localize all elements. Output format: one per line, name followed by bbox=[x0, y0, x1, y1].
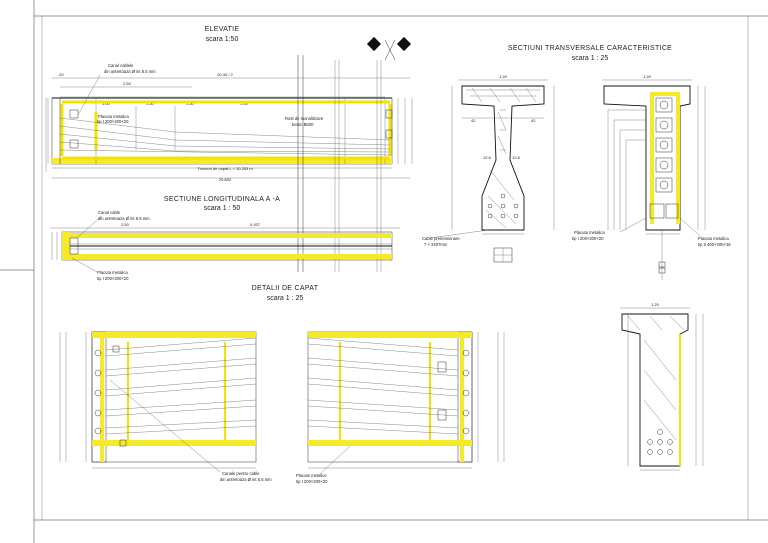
dim-half-span: 20.40 / 2 bbox=[217, 72, 233, 77]
elevation-view: ELEVATIE scara 1:50 20.40 / 2 2.50 1.60 … bbox=[45, 26, 413, 182]
cs-dim-1-20-c: 1.20 bbox=[651, 302, 660, 307]
cs-dim-12-b: 12.8 bbox=[512, 155, 521, 160]
cross-section-2: 1.20 bbox=[572, 74, 731, 280]
ann-plates-5-type: tip I 200×200×20 bbox=[296, 479, 328, 484]
long-section-scale: scara 1 : 50 bbox=[204, 205, 241, 212]
ann-plate: Placuta metalica bbox=[98, 114, 129, 119]
long-section-title: SECTIUNE LONGITUDINALA A -A bbox=[164, 196, 280, 203]
cross-sections-view: SECTIUNI TRANSVERSALE CARACTERISTICE sca… bbox=[422, 45, 731, 471]
ann-plate-2-type: tip I 200×200×20 bbox=[97, 276, 129, 281]
ann-plate-2: Placuta metalica bbox=[97, 270, 128, 275]
end-detail-left: Canale pentru cable din antretoaza Ø int… bbox=[59, 331, 272, 482]
ann-prestress: Cable pretensionare bbox=[422, 236, 460, 241]
cross-section-1: 1.20 42 42 12.8 12.8 Cable pretensionare bbox=[422, 74, 555, 263]
dim-20: .20 bbox=[58, 72, 64, 77]
ann-cable-duct-2: Canal cable bbox=[98, 210, 121, 215]
end-details-view: DETALII DE CAPAT scara 1 : 25 bbox=[59, 285, 505, 484]
dim-2-50: 2.50 bbox=[123, 81, 132, 86]
cs-dim-42-b: 42 bbox=[531, 118, 536, 123]
ann-cable-channels: Canale pentru cable bbox=[222, 471, 260, 476]
ann-plate-3-type: tip I 200×200×20 bbox=[572, 236, 604, 241]
section-cut-markers bbox=[366, 36, 412, 61]
cross-sections-title: SECTIUNI TRANSVERSALE CARACTERISTICE bbox=[508, 45, 672, 52]
ann-prestress-sub: 7 × 2407mm bbox=[424, 242, 448, 247]
cs-dim-12-a: 12.8 bbox=[483, 155, 492, 160]
ann-cable-duct-2-sub: din antretoaza Ø int 8.5 mm bbox=[98, 216, 150, 221]
longitudinal-section-view: SECTIUNE LONGITUDINALA A -A scara 1 : 50… bbox=[50, 196, 400, 281]
ann-plates-5: Placute metalice bbox=[296, 473, 327, 478]
cs-dim-1-20-b: 1.20 bbox=[643, 74, 652, 79]
cs-dim-42-a: 42 bbox=[471, 118, 476, 123]
ann-cable-duct: Canal cablele bbox=[108, 63, 134, 68]
cross-sections-scale: scara 1 : 25 bbox=[572, 55, 609, 62]
dim-total: 20.852 bbox=[219, 177, 232, 182]
cs-dim-1-20: 1.20 bbox=[499, 74, 508, 79]
ann-plate-type: tip I 200×200×20 bbox=[97, 119, 129, 124]
ann-cable-channels-sub: din antretoaza Ø int 8.5 mm bbox=[220, 477, 272, 482]
ann-plate-4: Placuta metalica bbox=[698, 236, 729, 241]
elevation-scale: scara 1:50 bbox=[206, 36, 239, 43]
ann-joint: Rost de monolitizare bbox=[285, 116, 324, 121]
cross-section-3: 1.20 bbox=[620, 302, 704, 471]
ls-dim-2-50: 2.50 bbox=[121, 222, 130, 227]
end-detail-right: Placute metalice tip I 200×200×20 bbox=[296, 331, 505, 484]
end-details-scale: scara 1 : 25 bbox=[267, 295, 304, 302]
ann-plate-3: Placuta metalica bbox=[574, 230, 605, 235]
ls-dim-0-937: 0.937 bbox=[250, 222, 261, 227]
ann-segment: Tronson de capat L = 10.253 m bbox=[197, 166, 253, 171]
ann-plate-4-type: tip II 400×200×16 bbox=[698, 242, 731, 247]
ann-cable-duct-sub: din antretoaza Ø int 8.5 mm bbox=[104, 69, 156, 74]
elevation-title: ELEVATIE bbox=[205, 26, 240, 33]
end-details-title: DETALII DE CAPAT bbox=[252, 285, 319, 292]
